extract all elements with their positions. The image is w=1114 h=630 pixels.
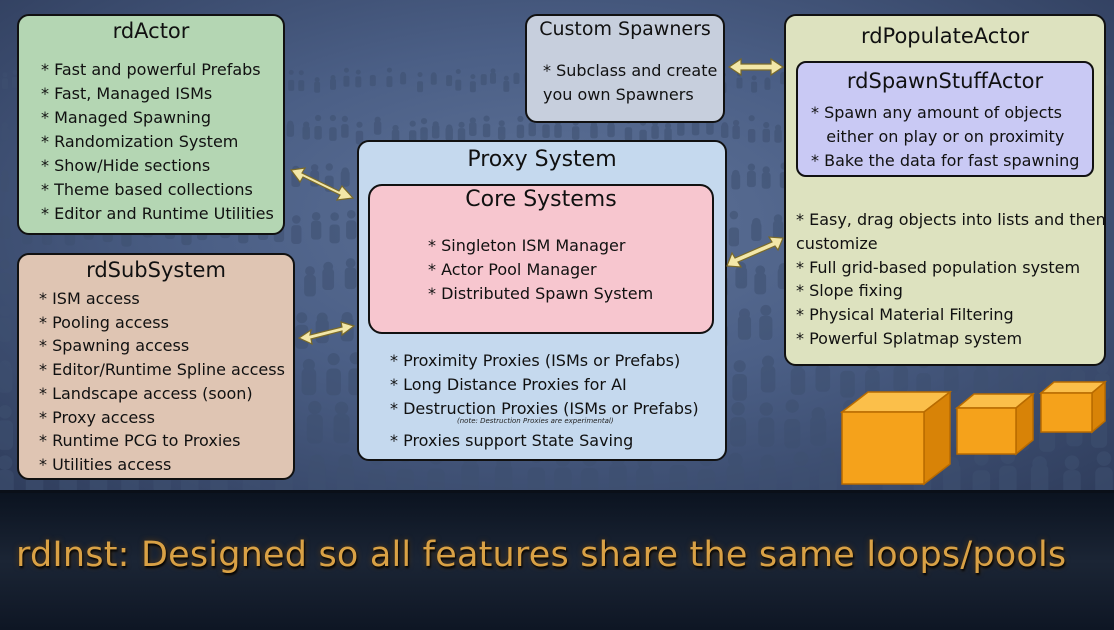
rdspawnstuffactor-title: rdSpawnStuffActor	[846, 69, 1044, 93]
custom-spawners-line2: you own Spawners	[543, 85, 694, 104]
rdactor-list: * Fast and powerful Prefabs * Fast, Mana…	[41, 58, 274, 226]
list-item: * Full grid-based population system	[796, 257, 1081, 277]
list-item: either on play or on proximity	[811, 127, 1065, 146]
proxy-system-title: Proxy System	[467, 147, 617, 172]
list-item: * Show/Hide sections	[41, 156, 211, 175]
proxy-system-box: Proxy System Core Systems * Singleton IS…	[357, 140, 727, 461]
list-item: * Fast and powerful Prefabs	[41, 60, 261, 79]
list-item: * Editor/Runtime Spline access	[39, 360, 285, 380]
banner-title: rdInst: Designed so all features share t…	[16, 535, 1067, 575]
rdactor-title: rdActor	[112, 19, 190, 43]
core-systems-box: Core Systems * Singleton ISM Manager * A…	[368, 184, 714, 334]
list-item: * Proxy access	[39, 407, 155, 427]
rdsubsystem-list: * ISM access * Pooling access * Spawning…	[39, 287, 285, 477]
list-item: * Easy, drag objects into lists and then	[796, 210, 1106, 229]
list-item: * Powerful Splatmap system	[796, 328, 1023, 348]
list-item: * Pooling access	[39, 312, 169, 332]
list-item: * Distributed Spawn System	[428, 284, 654, 303]
list-item: * Managed Spawning	[41, 108, 211, 127]
list-item: * Destruction Proxies (ISMs or Prefabs)	[390, 399, 699, 418]
arrow-rdactor-proxy	[289, 167, 355, 201]
arrow-proxy-populate	[726, 236, 784, 268]
bottom-banner	[0, 490, 1114, 630]
list-item: * Singleton ISM Manager	[428, 236, 626, 255]
cube-icon	[839, 390, 953, 486]
list-item: * Long Distance Proxies for AI	[390, 375, 627, 394]
list-item: * Theme based collections	[41, 180, 253, 199]
core-systems-list: * Singleton ISM Manager * Actor Pool Man…	[428, 234, 653, 306]
rdpopulateactor-box: rdPopulateActor rdSpawnStuffActor * Spaw…	[784, 14, 1106, 366]
list-item: * ISM access	[39, 289, 140, 308]
arrow-custom-populate	[727, 57, 785, 77]
rdpopulateactor-list: * Easy, drag objects into lists and then…	[796, 208, 1106, 351]
list-item: * Spawning access	[39, 336, 190, 356]
destruction-note: (note: Destruction Proxies are experimen…	[457, 417, 614, 425]
state-saving-item: * Proxies support State Saving	[390, 431, 634, 450]
list-item: * Proximity Proxies (ISMs or Prefabs)	[390, 351, 681, 370]
rdactor-box: rdActor * Fast and powerful Prefabs * Fa…	[17, 14, 285, 235]
list-item: * Actor Pool Manager	[428, 260, 597, 279]
list-item: * Slope fixing	[796, 281, 903, 301]
cube-icon	[1038, 380, 1108, 434]
list-item: * Landscape access (soon)	[39, 383, 253, 403]
list-item: * Fast, Managed ISMs	[41, 84, 213, 103]
arrow-rdsubsystem-proxy	[297, 321, 356, 346]
cube-icon	[954, 392, 1036, 456]
list-item: * Utilities access	[39, 454, 172, 474]
core-systems-title: Core Systems	[465, 187, 617, 212]
list-item: * Runtime PCG to Proxies	[39, 431, 241, 451]
rdspawnstuffactor-box: rdSpawnStuffActor * Spawn any amount of …	[796, 61, 1094, 177]
rdpopulateactor-title: rdPopulateActor	[860, 24, 1030, 48]
list-item: * Editor and Runtime Utilities	[41, 204, 274, 223]
custom-spawners-title: Custom Spawners	[539, 18, 711, 40]
list-item: customize	[796, 233, 878, 253]
custom-spawners-line1: * Subclass and create	[543, 61, 718, 80]
custom-spawners-box: Custom Spawners * Subclass and create yo…	[525, 14, 725, 123]
rdspawnstuffactor-list: * Spawn any amount of objects either on …	[811, 101, 1079, 173]
proxy-system-list: * Proximity Proxies (ISMs or Prefabs) * …	[390, 349, 699, 421]
list-item: * Physical Material Filtering	[796, 305, 1014, 325]
rdsubsystem-box: rdSubSystem * ISM access * Pooling acces…	[17, 253, 295, 480]
list-item: * Spawn any amount of objects	[811, 103, 1062, 122]
list-item: * Bake the data for fast spawning	[811, 151, 1080, 170]
list-item: * Randomization System	[41, 132, 239, 151]
custom-spawners-text: * Subclass and create you own Spawners	[543, 59, 717, 107]
rdsubsystem-title: rdSubSystem	[86, 258, 226, 282]
